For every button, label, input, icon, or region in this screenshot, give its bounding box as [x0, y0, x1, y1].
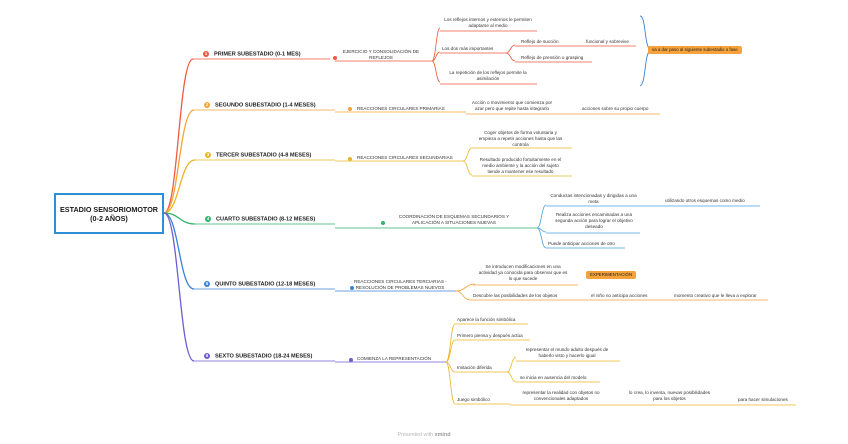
connector-line — [431, 51, 441, 62]
node-text: Los reflejos internos y externos le perm… — [444, 17, 532, 29]
connector-line — [506, 356, 517, 373]
footer-credit: Presented with xmind — [0, 432, 848, 438]
substage-number-badge: 4 — [205, 216, 211, 222]
connector-line — [445, 361, 456, 373]
substage-6[interactable]: 6 SEXTO SUBESTADIO (18-24 MESES) — [204, 353, 312, 359]
connector-line — [445, 361, 456, 405]
node-text: Descubre las posibilidades de los objeto… — [473, 293, 558, 298]
connector-line — [462, 160, 473, 176]
branch-line — [163, 109, 195, 214]
substage-1[interactable]: 1 PRIMER SUBESTADIO (0-1 MES) — [203, 51, 301, 57]
substage-3[interactable]: 3 TERCER SUBESTADIO (4-8 MESES) — [205, 152, 311, 158]
node-text: para hacer simulaciones — [738, 397, 788, 402]
branch-line — [163, 212, 196, 225]
node-text: Conductas intencionadas y dirigidas a un… — [550, 193, 637, 205]
substage-number-badge: 3 — [205, 152, 211, 158]
substage-label: PRIMER SUBESTADIO (0-1 MES) — [214, 51, 301, 58]
node-text: Los dos más importantes — [442, 46, 494, 51]
connector-line — [455, 290, 471, 301]
connector-line — [505, 52, 516, 62]
root-topic[interactable]: ESTADIO SENSORIOMOTOR (0-2 AÑOS) — [54, 193, 164, 234]
concept-label: COMIENZA LA REPRESENTACIÓN — [357, 356, 432, 361]
node-text: momento creativo que le lleva a explorar — [674, 293, 757, 298]
node-text: utilizando otros esquemas como medio — [665, 198, 745, 203]
connector-line — [445, 339, 456, 363]
node-text: Primero piensa y después actúa — [457, 333, 523, 338]
concept-bullet — [350, 286, 354, 290]
connector-line — [431, 27, 441, 62]
substage-label: SEXTO SUBESTADIO (18-24 MESES) — [215, 353, 313, 360]
node-text: Juego simbólico — [457, 397, 490, 402]
substage-label: QUINTO SUBESTADIO (12-18 MESES) — [215, 281, 316, 288]
concept-bullet — [348, 107, 352, 111]
branch-line — [163, 159, 196, 214]
concept-bullet — [349, 358, 353, 362]
substage-label: SEGUNDO SUBESTADIO (1-4 MESES) — [215, 102, 316, 109]
node-text: Puede anticipar acciones de otro — [548, 241, 615, 246]
connector-line — [462, 147, 473, 162]
branch-line — [163, 212, 195, 290]
node-text: Aparece la función simbólica — [457, 317, 516, 322]
substage-number-badge: 5 — [204, 281, 210, 287]
concept-bullet — [381, 221, 385, 225]
connector-line — [505, 44, 516, 54]
substage-2[interactable]: 2 SEGUNDO SUBESTADIO (1-4 MESES) — [204, 102, 316, 108]
connector-line — [536, 204, 547, 229]
connector-line — [506, 371, 517, 383]
node-text: acciones sobre su propio cuerpo — [582, 106, 649, 111]
substage-label: TERCER SUBESTADIO (4-8 MESES) — [216, 152, 312, 159]
substage-number-badge: 2 — [204, 102, 210, 108]
concept-bullet — [333, 56, 337, 60]
root-title: ESTADIO SENSORIOMOTOR (0-2 AÑOS) — [60, 204, 158, 223]
node-text: Reflejo de succión — [521, 39, 559, 44]
node-text: Imitación diferida — [457, 365, 492, 370]
concept-label: REACCIONES CIRCULARES SECUNDARIAS — [357, 155, 453, 160]
connector-line — [536, 227, 547, 249]
footer-brand: xmind — [434, 432, 451, 438]
substage-4[interactable]: 4 CUARTO SUBESTADIO (8-12 MESES) — [205, 216, 315, 222]
substage-label: CUARTO SUBESTADIO (8-12 MESES) — [216, 216, 316, 223]
node-text: funcional y sobrevive — [586, 39, 629, 44]
branch-line — [163, 212, 195, 362]
node-text: el niño no anticipa acciones — [591, 293, 648, 298]
connector-line — [455, 283, 476, 292]
concept-label: REACCIONES CIRCULARES PRIMARIAS — [357, 106, 445, 111]
summary-callout[interactable]: va a dar paso al siguiente subestadio o … — [648, 46, 742, 54]
concept-bullet — [348, 157, 352, 161]
substage-number-badge: 6 — [204, 353, 210, 359]
concept-label: REACCIONES CIRCULARES TERCIARIAS -RESOLU… — [354, 279, 447, 291]
node-text: Reflejo de prensión o grasping — [521, 55, 584, 60]
node-text: La repetición de los reflejos permite la… — [449, 70, 527, 82]
connector-line — [445, 323, 456, 363]
footer-prefix: Presented with — [397, 432, 435, 438]
node-text: se inicia en ausencia del modelo — [520, 375, 587, 380]
node-text: lo crea, lo inventa, nuevas posibilidade… — [628, 390, 711, 402]
experimentation-callout[interactable]: EXPERIMENTACIÓN — [586, 271, 637, 279]
branch-line — [163, 58, 194, 214]
substage-5[interactable]: 5 QUINTO SUBESTADIO (12-18 MESES) — [204, 281, 315, 287]
connector-line — [431, 60, 441, 83]
substage-number-badge: 1 — [203, 51, 209, 57]
